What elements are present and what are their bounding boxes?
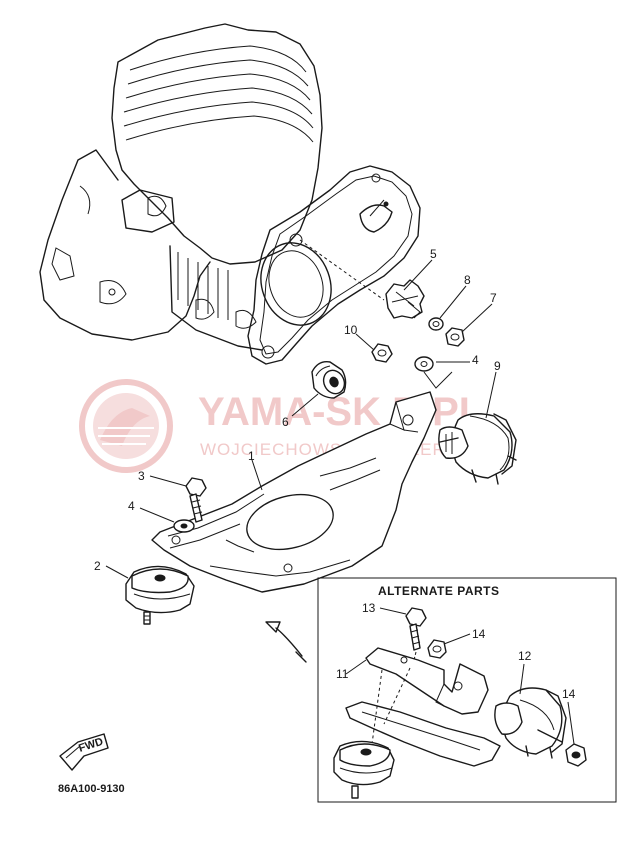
callout-2: 2 <box>94 559 101 573</box>
callout-8: 8 <box>464 273 471 287</box>
part-10-nut <box>371 343 393 363</box>
part-4-washer-lower <box>173 519 195 533</box>
callout-4-lower: 4 <box>128 499 135 513</box>
part-7-nut <box>445 327 465 347</box>
watermark: YAMA-SK R.PL WOJCIECHOWSK I DEALER Y AHA <box>79 379 505 473</box>
callout-4-upper: 4 <box>472 353 479 367</box>
callout-1: 1 <box>248 449 255 463</box>
part-8-washer <box>428 317 444 331</box>
engine-block-outline <box>39 23 323 351</box>
alternate-front-mount <box>333 740 395 799</box>
callout-14-upper: 14 <box>472 627 486 641</box>
callout-10: 10 <box>344 323 358 337</box>
callout-9: 9 <box>494 359 501 373</box>
part-4-washer-upper <box>414 356 453 389</box>
direction-arrow-icon <box>265 621 307 663</box>
leader-lines <box>105 259 575 745</box>
part-2-front-mount <box>125 565 195 625</box>
callout-7: 7 <box>490 291 497 305</box>
alternate-parts-title: ALTERNATE PARTS <box>378 584 500 598</box>
part-14-nut-upper <box>427 639 447 659</box>
part-14-nut-lower <box>565 743 587 767</box>
fwd-arrow-icon: FWD <box>59 733 109 771</box>
callout-13: 13 <box>362 601 376 615</box>
part-11-bracket <box>345 647 501 767</box>
watermark-main-text: YAMA-SK R.PL <box>198 390 483 434</box>
callout-3: 3 <box>138 469 145 483</box>
part-12-rear-mount <box>494 687 567 759</box>
part-6-bushing <box>311 361 347 399</box>
part-1-bracket <box>151 391 437 593</box>
part-3-bolt <box>185 477 207 523</box>
callouts: 5 8 7 10 4 9 6 1 3 4 2 13 14 11 12 14 <box>94 247 576 701</box>
part-9-rear-mount <box>438 413 517 485</box>
callout-12: 12 <box>518 649 532 663</box>
callout-14-lower: 14 <box>562 687 576 701</box>
callout-6: 6 <box>282 415 289 429</box>
diagram-code: 86A100-9130 <box>58 783 125 795</box>
callout-11: 11 <box>336 667 349 681</box>
part-13-bolt <box>405 607 427 669</box>
callout-5: 5 <box>430 247 437 261</box>
gearcase-plate <box>247 165 421 365</box>
watermark-logo-icon <box>79 379 173 473</box>
alternate-parts-box: ALTERNATE PARTS <box>317 577 617 803</box>
part-5-spline-coupler <box>299 239 425 319</box>
